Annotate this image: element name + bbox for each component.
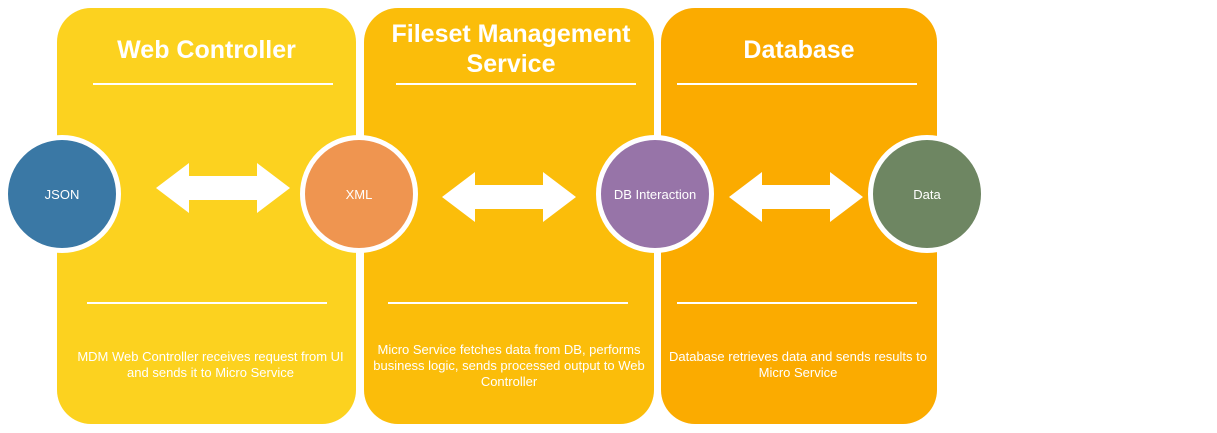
panel-title: Database (743, 36, 855, 64)
data-node: Data (868, 135, 986, 253)
panel-description: Database retrieves data and sends result… (669, 349, 927, 380)
title-divider (396, 83, 636, 85)
title-divider (677, 83, 917, 85)
node-label: JSON (44, 186, 80, 202)
panel-title: Fileset Management Service (391, 20, 631, 78)
title-divider (93, 83, 333, 85)
panel-description: MDM Web Controller receives request from… (77, 349, 344, 380)
double-arrow-icon (442, 172, 576, 222)
panel-description: Micro Service fetches data from DB, perf… (373, 342, 645, 389)
db-interaction-node: DB Interaction (596, 135, 714, 253)
panel-title: Web Controller (117, 36, 296, 64)
xml-node: XML (300, 135, 418, 253)
node-label: Data (913, 186, 941, 202)
description-divider (87, 302, 327, 304)
node-label: DB Interaction (613, 186, 697, 202)
description-divider (677, 302, 917, 304)
double-arrow-icon (729, 172, 863, 222)
json-node: JSON (3, 135, 121, 253)
description-divider (388, 302, 628, 304)
double-arrow-icon (156, 163, 290, 213)
node-label: XML (345, 186, 373, 202)
